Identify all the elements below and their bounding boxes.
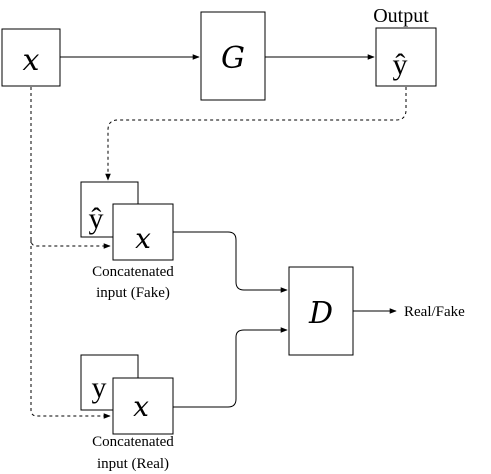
discriminator-label: D xyxy=(308,296,333,331)
node-discriminator: D xyxy=(288,266,354,356)
generator-label: G xyxy=(221,41,245,76)
fake-caption-line2: input (Fake) xyxy=(96,285,170,301)
x-input-label: x xyxy=(23,43,40,78)
output-title: Output xyxy=(373,5,429,27)
fake-back-label: ŷ xyxy=(89,202,104,235)
real-back-label: y xyxy=(92,371,107,404)
edge-output-to-fake-dashed xyxy=(105,87,407,181)
node-x-input: x xyxy=(1,28,61,87)
real-caption-line1: Concatenated xyxy=(92,434,174,450)
edges xyxy=(30,54,407,419)
fake-front-box xyxy=(112,203,174,261)
fake-caption-line1: Concatenated xyxy=(92,264,174,280)
node-output: Output ŷ xyxy=(373,5,437,87)
fake-front-label: x xyxy=(135,222,151,255)
node-fake-input: ŷ x Concatenated input (Fake) xyxy=(80,181,174,301)
result-label: Real/Fake xyxy=(404,304,465,320)
node-generator: G xyxy=(200,11,266,101)
real-front-label: x xyxy=(133,390,149,423)
edge-real-to-d xyxy=(173,327,288,408)
node-real-input: y x Concatenated input (Real) xyxy=(80,354,174,472)
real-caption-line2: input (Real) xyxy=(97,456,169,472)
output-yhat-label: ŷ xyxy=(393,48,408,81)
edge-fake-to-d xyxy=(173,231,288,293)
edge-x-to-fake-dashed xyxy=(30,87,111,249)
real-front-box xyxy=(112,377,174,435)
edge-x-to-real-dashed xyxy=(30,240,111,419)
